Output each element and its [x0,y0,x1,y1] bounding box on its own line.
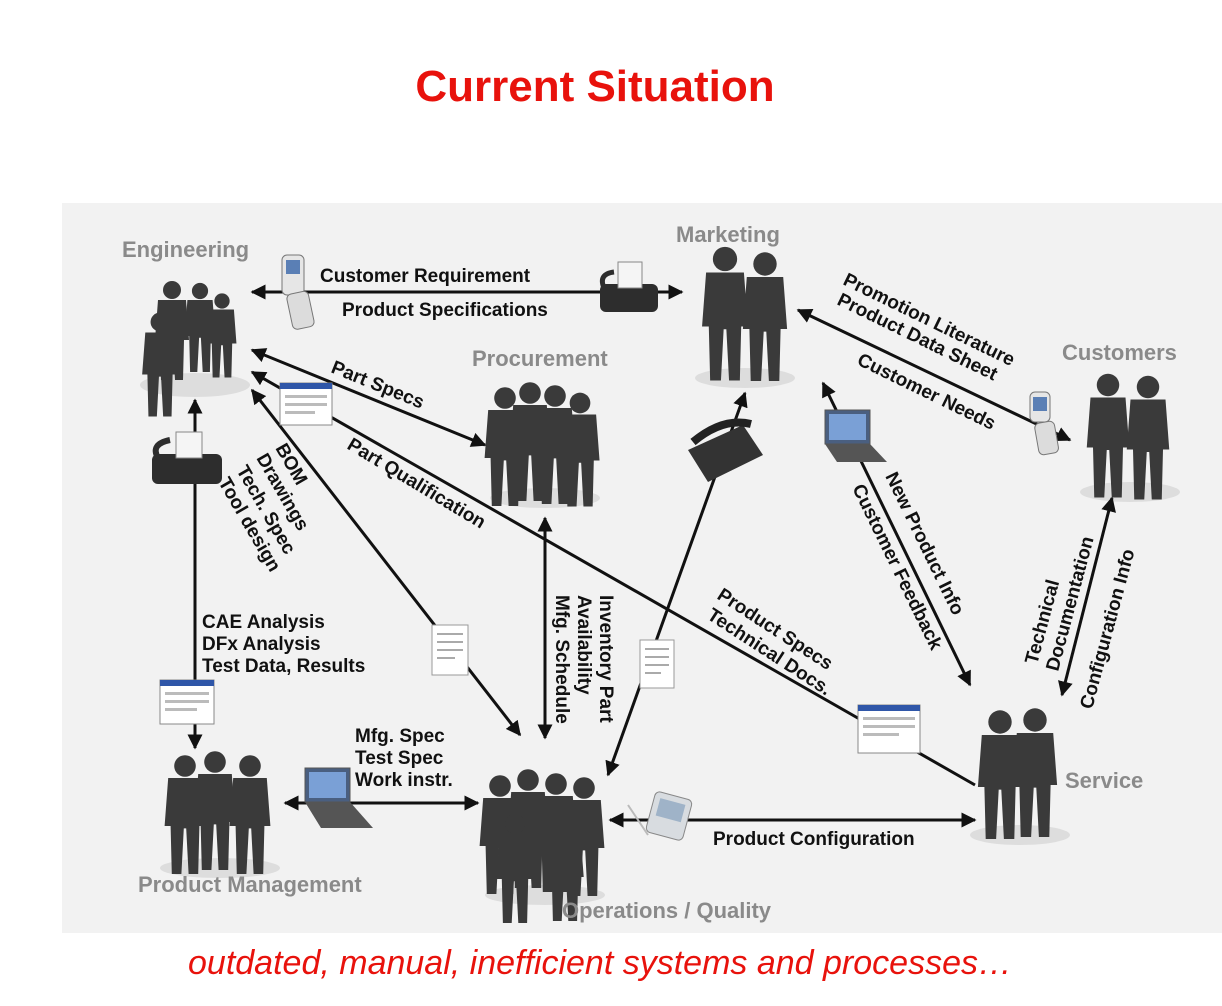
test-data-label: Test Data, Results [202,656,365,677]
arrow-marketing-customers [796,308,1072,442]
service-label: Service [1065,768,1143,793]
mfg-spec-label: Mfg. Spec [355,726,445,747]
procurement-label: Procurement [472,346,608,371]
product-configuration-label: Product Configuration [713,829,915,850]
work-instr-label: Work instr. [355,770,453,791]
customers-people-icon [1080,373,1180,502]
inventory-part-label: Inventory Part [595,595,616,723]
engineering-people-icon [140,281,250,417]
part-specs-label: Part Specs [328,357,427,413]
laptop-icon [824,409,887,462]
customers-label: Customers [1062,340,1177,365]
desk-phone-icon [688,418,763,482]
test-spec-label: Test Spec [355,748,444,769]
product-specifications-label: Product Specifications [342,300,548,321]
screen-window-icon [857,704,921,754]
document-icon [639,639,675,689]
arrow-customers-service [1058,496,1116,697]
pda-icon [627,791,693,841]
document-icon [431,624,469,676]
laptop-icon [304,767,373,828]
caption: outdated, manual, inefficient systems an… [188,944,1012,982]
arrow-engineering-operations [250,388,522,737]
service-people-icon [970,708,1070,845]
marketing-people-icon [695,246,795,388]
mfg-schedule-label: Mfg. Schedule [551,595,572,724]
cae-analysis-label: CAE Analysis [202,612,325,633]
engineering-label: Engineering [122,237,249,262]
page-title: Current Situation [415,62,775,111]
fax-machine-icon [152,431,222,484]
mobile-phone-icon [281,254,315,330]
fax-machine-icon [599,261,658,312]
operations-people-icon [479,769,605,923]
mobile-phone-icon [1029,391,1059,456]
product-management-people-icon [160,751,280,878]
procurement-people-icon [484,382,600,508]
marketing-label: Marketing [676,222,780,247]
part-qualification-label: Part Qualification [343,434,489,533]
operations-label: Operations / Quality [562,898,772,923]
customer-requirement-label: Customer Requirement [320,266,531,287]
screen-window-icon [159,679,215,725]
dfx-analysis-label: DFx Analysis [202,634,321,655]
screen-window-icon [279,382,333,426]
product-management-label: Product Management [138,872,362,897]
availability-label: Availability [573,595,594,695]
